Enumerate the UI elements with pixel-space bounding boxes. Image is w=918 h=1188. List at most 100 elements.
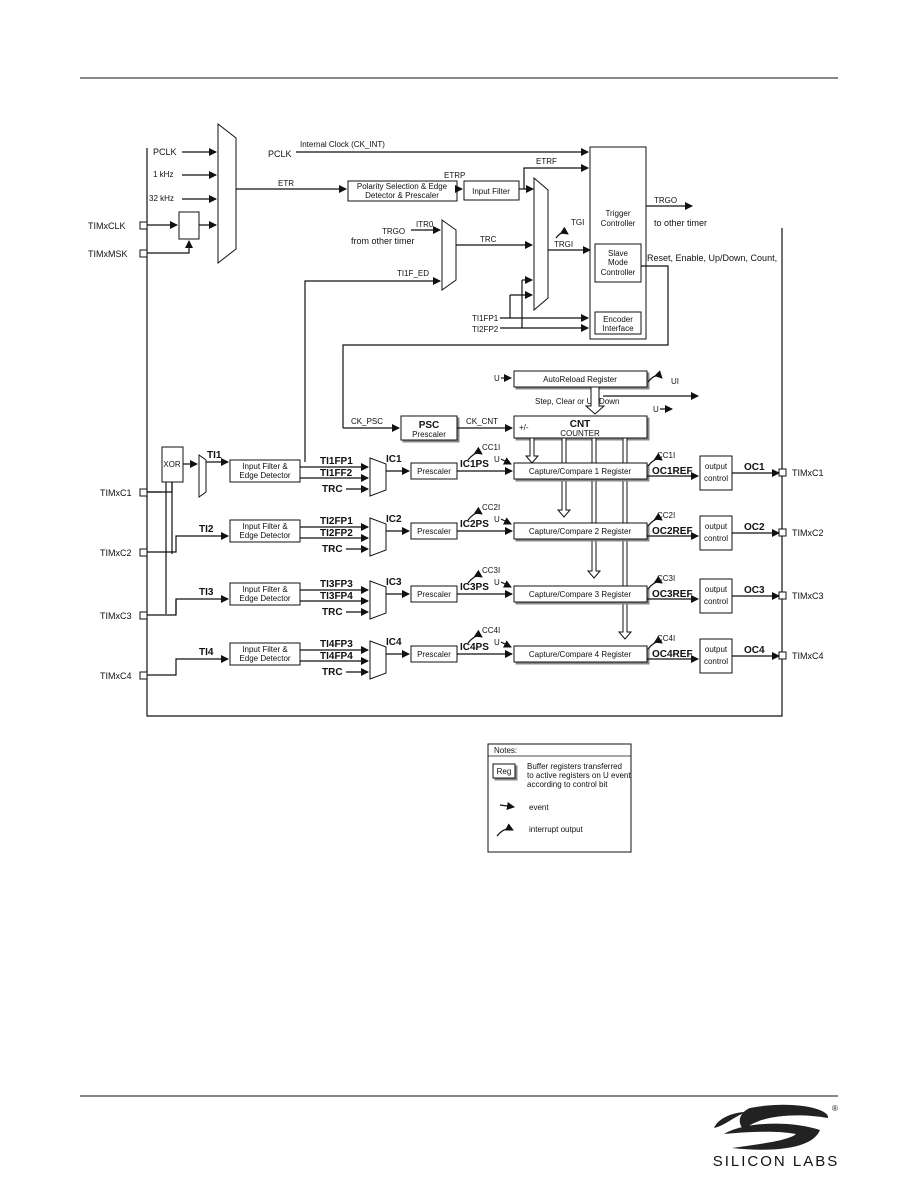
ti1-mux (198, 454, 207, 498)
ch1-fpb-label: TI1FF2 (320, 468, 353, 479)
ch1-ocref-label: OC1REF (652, 466, 693, 477)
ch4-cci-out-label: CC4I (657, 634, 675, 643)
ch2-icps-label: IC2PS (460, 519, 489, 530)
psc-prescaler (400, 415, 458, 441)
ch4-ic-mux (369, 640, 387, 680)
ch2-oc-label: OC2 (744, 522, 765, 533)
ch1-ic-mux (369, 457, 387, 497)
trigger-mux (533, 176, 549, 312)
ch4-input-pin (139, 671, 148, 680)
timxmsk-pin (139, 249, 148, 258)
etrf-label: ETRF (536, 157, 557, 166)
timxmsk-label: TIMxMSK (88, 249, 128, 259)
ch2-ic-mux (369, 517, 387, 557)
ch4-trc-label: TRC (322, 667, 343, 678)
svg-text:Input Filter: Input Filter (472, 187, 510, 196)
internal-clock-label: Internal Clock (CK_INT) (300, 140, 385, 149)
clk-input-pclk: PCLK (153, 147, 177, 157)
ch4-fpb-label: TI4FP4 (320, 651, 353, 662)
ch2-cci-symbol-icon (467, 506, 483, 521)
ch4-ic-label: IC4 (386, 637, 402, 648)
cnt-counter (513, 415, 648, 439)
svg-text:interrupt output: interrupt output (529, 825, 584, 834)
slave-outputs-label: Reset, Enable, Up/Down, Count, (647, 253, 777, 263)
ch2-output-pin (778, 528, 787, 537)
clk-input-1khz: 1 kHz (153, 170, 173, 179)
svg-text:Polarity Selection & Edge: Polarity Selection & Edge (357, 182, 448, 191)
ch4-icps-label: IC4PS (460, 642, 489, 653)
trc-mux (441, 219, 457, 291)
svg-text:Trigger: Trigger (605, 209, 630, 218)
svg-text:Interface: Interface (602, 324, 634, 333)
ch1-output-pin (778, 468, 787, 477)
ch2-input-filter (229, 519, 301, 543)
to-other-timer-label: to other timer (654, 218, 707, 228)
ch2-ti-label: TI2 (199, 524, 214, 535)
step-label: Step, Clear or Up/Down (535, 397, 619, 406)
ch1-cci-out-symbol-icon (647, 452, 663, 467)
ch1-cci-out-label: CC1I (657, 451, 675, 460)
ch1-trc-label: TRC (322, 484, 343, 495)
ch2-ic-label: IC2 (386, 514, 402, 525)
ch1-filter-line1: Input Filter & (242, 462, 288, 471)
ch2-fpa-label: TI2FP1 (320, 516, 353, 527)
logo-text: SILICON LABS (713, 1153, 840, 1170)
ch3-input-pin (139, 611, 148, 620)
ch2-output-control (699, 515, 733, 551)
ch4-cci-symbol-icon (467, 629, 483, 644)
ch1-output-control (699, 455, 733, 491)
svg-text:Controller: Controller (601, 268, 636, 277)
ch4-cc-register (513, 645, 648, 663)
ch1-cc-register (513, 462, 648, 480)
ch2-output-label: TIMxC2 (792, 528, 824, 538)
ch3-fpa-label: TI3FP3 (320, 579, 353, 590)
svg-text:Detector & Prescaler: Detector & Prescaler (365, 191, 439, 200)
silicon-labs-logo: SILICON LABS ® (713, 1104, 840, 1170)
ti1fp1-label: TI1FP1 (472, 314, 499, 323)
logo-registered: ® (832, 1104, 838, 1113)
ch3-filter-line2: Edge Detector (239, 594, 290, 603)
ti1f-ed-label: TI1F_ED (397, 269, 429, 278)
ch3-icps-label: IC3PS (460, 582, 489, 593)
ui-u-label: U (653, 405, 659, 414)
ck-psc-label: CK_PSC (351, 417, 383, 426)
autoreload-register (513, 370, 648, 388)
ch2-input-label: TIMxC2 (100, 548, 132, 558)
ch3-output-control (699, 578, 733, 614)
ch2-ti-wire (147, 532, 229, 553)
notes-title: Notes: (494, 746, 517, 755)
ch2-filter-line1: Input Filter & (242, 522, 288, 531)
ti2fp2-label: TI2FP2 (472, 325, 499, 334)
ch1-ti-label: TI1 (207, 450, 222, 461)
ch4-cci-out-symbol-icon (647, 635, 663, 650)
trgo-in-label: TRGO (382, 227, 405, 236)
ch1-cci-label: CC1I (482, 443, 500, 452)
svg-text:AutoReload Register: AutoReload Register (543, 375, 617, 384)
ch1-input-pin (139, 488, 148, 497)
ch2-oc-line2: control (704, 534, 728, 543)
ch2-fpb-label: TI2FP2 (320, 528, 353, 539)
notes-reg-sample (492, 763, 516, 779)
etrp-label: ETRP (444, 171, 465, 180)
ch3-cci-label: CC3I (482, 566, 500, 575)
ch1-oc-line1: output (705, 462, 728, 471)
ch1-icps-label: IC1PS (460, 459, 489, 470)
ch4-output-pin (778, 651, 787, 660)
ch3-ti-wire (147, 595, 229, 616)
tgi-label: TGI (571, 218, 584, 227)
ch4-ti-label: TI4 (199, 647, 214, 658)
ch3-input-filter (229, 582, 301, 606)
ch1-input-filter (229, 459, 301, 483)
ch1-u-arrow-icon (500, 457, 512, 465)
ch4-oc-line1: output (705, 645, 728, 654)
ch3-oc-line1: output (705, 585, 728, 594)
svg-text:Encoder: Encoder (603, 315, 633, 324)
timxclk-pin (139, 221, 148, 230)
svg-text:Buffer registers transferred: Buffer registers transferred (527, 762, 622, 771)
svg-text:to active registers on U event: to active registers on U event (527, 771, 631, 780)
ch3-oc-line2: control (704, 597, 728, 606)
ch4-filter-line2: Edge Detector (239, 654, 290, 663)
ch2-ocref-label: OC2REF (652, 526, 693, 537)
svg-text:COUNTER: COUNTER (560, 429, 600, 438)
ch4-fpa-label: TI4FP3 (320, 639, 353, 650)
